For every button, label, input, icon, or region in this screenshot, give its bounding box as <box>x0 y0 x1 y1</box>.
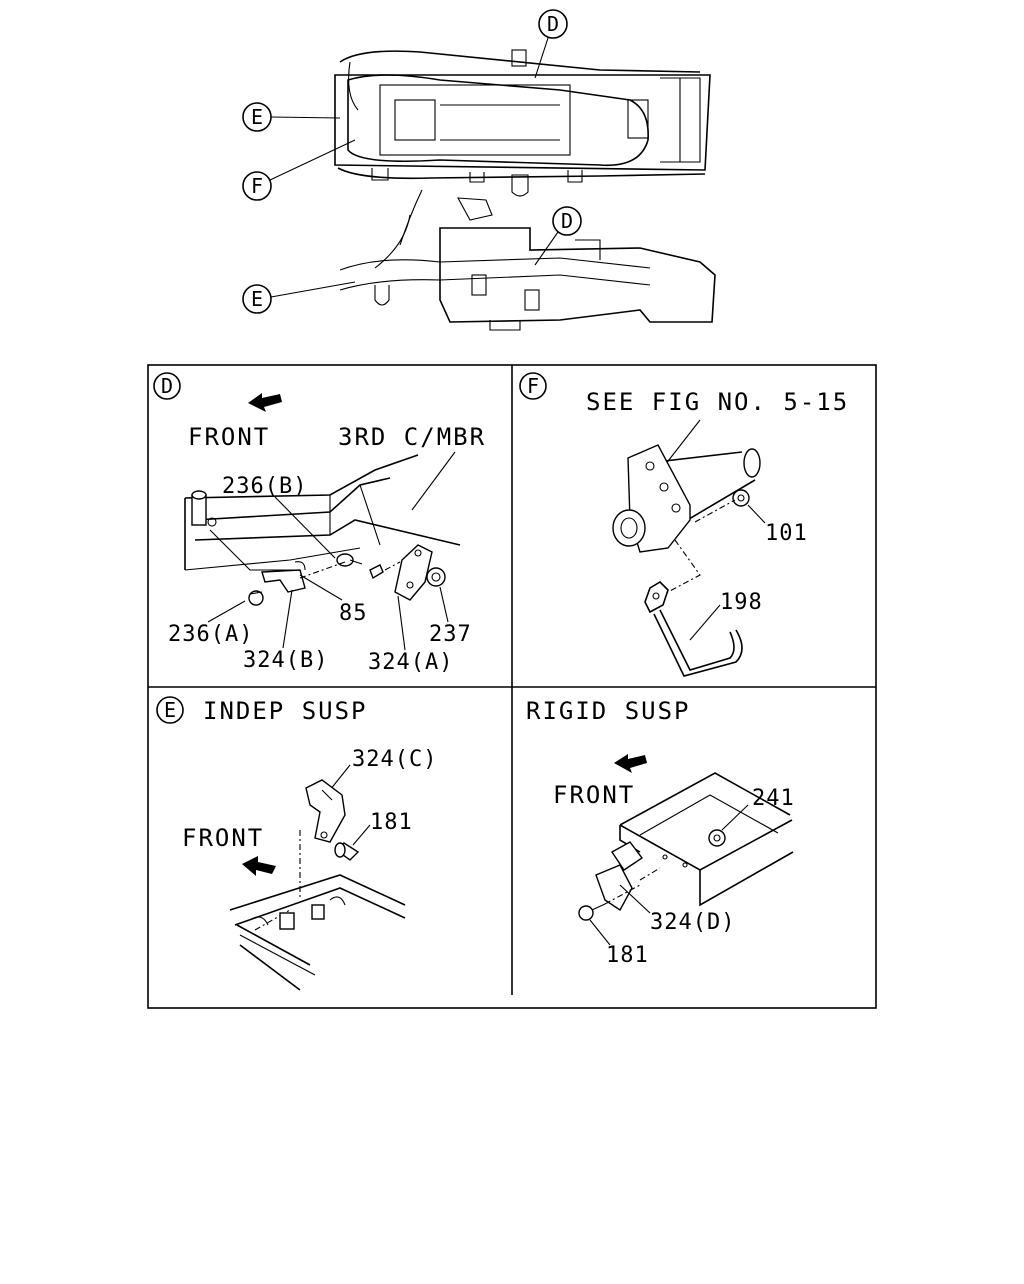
part-label-236b: 236(B) <box>222 474 307 499</box>
see-fig-label: SEE FIG NO. 5-15 <box>586 388 849 416</box>
panel-e-title: INDEP SUSP <box>203 697 368 725</box>
callout-letter: D <box>547 12 559 36</box>
callout-f-top: F <box>242 139 356 201</box>
part-label-241: 241 <box>752 786 795 811</box>
bolt-181b-icon <box>578 903 606 921</box>
part-label-236a: 236(A) <box>168 622 253 647</box>
bracket-324d <box>595 841 644 912</box>
panel-grid <box>147 364 877 1009</box>
part-label-324c: 324(C) <box>352 747 437 772</box>
panel-d-member-label: 3RD C/MBR <box>338 423 486 451</box>
callout-letter: E <box>251 105 263 129</box>
front-arrow-icon <box>614 754 647 773</box>
nut-237-icon <box>426 567 446 587</box>
callout-d-top: D <box>534 9 568 79</box>
bolt-236b-icon <box>336 553 363 567</box>
panel-e: E INDEP SUSP 324(C) 181 FRONT <box>156 696 437 991</box>
callout-letter: D <box>561 209 573 233</box>
part-label-324a: 324(A) <box>368 650 453 675</box>
frame-rail-drawing <box>229 874 406 991</box>
overview-drawing: D E F D E <box>242 9 716 331</box>
cross-member-drawing <box>184 454 461 571</box>
callout-e-lower: E <box>242 281 356 314</box>
callout-d-lower: D <box>534 206 582 266</box>
part-label-324d: 324(D) <box>650 910 735 935</box>
panel-f-badge: F <box>527 374 539 398</box>
lower-frame-view <box>339 197 716 331</box>
callout-letter: F <box>251 174 263 198</box>
clip-198-icon <box>644 580 743 677</box>
part-label-101: 101 <box>765 521 808 546</box>
callout-e-top: E <box>242 102 341 132</box>
panel-d-front-label: FRONT <box>188 423 270 451</box>
bracket-324c <box>305 779 346 843</box>
part-label-181b: 181 <box>606 943 649 968</box>
part-label-237: 237 <box>429 622 472 647</box>
nut-101-icon <box>732 489 750 507</box>
panel-f: F SEE FIG NO. 5-15 101 198 <box>519 372 849 677</box>
callout-letter: E <box>251 287 263 311</box>
panel-d: D FRONT 3RD C/MBR <box>153 372 486 675</box>
cross-tube-drawing <box>612 444 761 553</box>
upper-frame-view <box>334 49 711 246</box>
front-arrow-icon <box>248 393 282 412</box>
part-label-85: 85 <box>339 601 368 626</box>
clip-85-icon <box>369 564 384 580</box>
nut-241-icon <box>708 829 726 847</box>
bolt-236a-icon <box>248 590 264 606</box>
panel-rigid-title: RIGID SUSP <box>526 697 691 725</box>
bracket-324a <box>394 544 433 601</box>
panel-d-badge: D <box>161 374 173 398</box>
panel-rigid: RIGID SUSP FRONT 241 324(D) <box>526 697 795 968</box>
bracket-324b <box>261 561 306 593</box>
bolt-181-icon <box>334 842 360 861</box>
part-label-181: 181 <box>370 810 413 835</box>
panel-e-front-label: FRONT <box>182 824 264 852</box>
panel-rigid-front-label: FRONT <box>553 781 635 809</box>
front-arrow-icon <box>242 856 276 876</box>
part-label-198: 198 <box>720 590 763 615</box>
part-label-324b: 324(B) <box>243 648 328 673</box>
panel-e-badge: E <box>164 698 176 722</box>
